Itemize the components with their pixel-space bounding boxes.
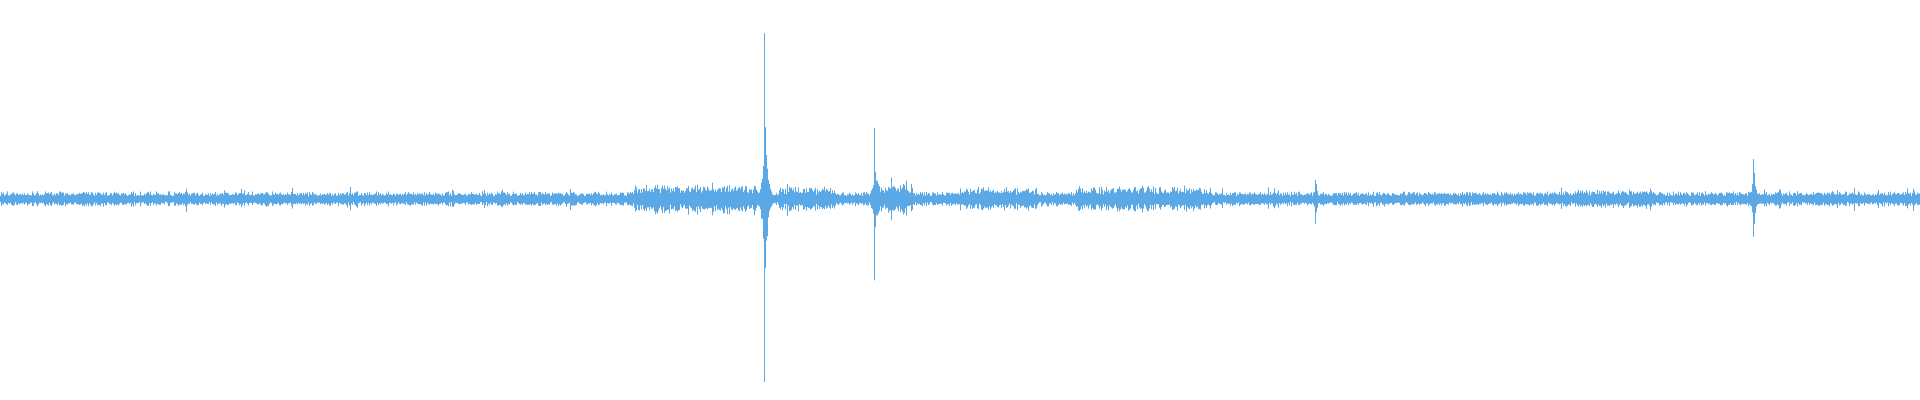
waveform-trace — [0, 33, 1920, 382]
